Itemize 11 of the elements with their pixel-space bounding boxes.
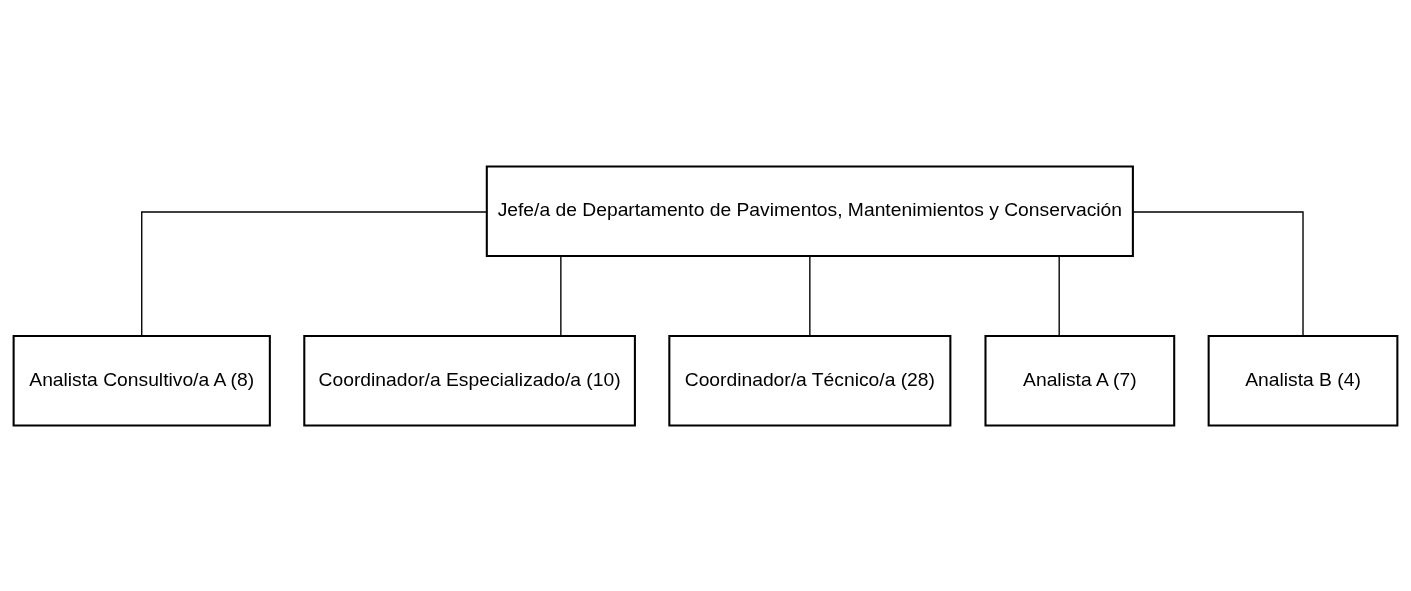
connector: [560, 255, 562, 336]
node-box: Coordinador/a Técnico/a (28): [668, 334, 952, 427]
connector: [141, 210, 488, 337]
node-box: Analista A (7): [984, 334, 1176, 427]
connector: [809, 255, 811, 336]
node-box: Analista B (4): [1207, 334, 1399, 427]
node-box: Analista Consultivo/a A (8): [12, 334, 271, 427]
node-box: Coordinador/a Especializado/a (10): [303, 334, 636, 427]
node-box: Jefe/a de Departamento de Pavimentos, Mantenimientos y Conservación: [485, 164, 1134, 257]
connector: [1058, 255, 1060, 336]
connector: [1132, 210, 1304, 337]
